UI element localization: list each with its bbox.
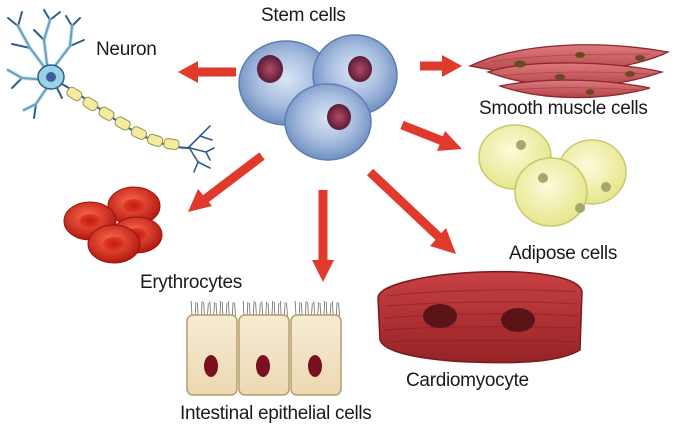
adipose-label: Adipose cells [509,243,618,264]
neuron-illustration [6,9,215,173]
arrow-to-erythrocytes [188,152,265,212]
arrow-to-cardiomyocyte [366,168,456,254]
erythrocytes-label: Erythrocytes [140,272,242,293]
arrow-to-adipose [400,120,462,151]
differentiation-arrows [178,55,462,282]
stem-cells-label: Stem cells [261,5,346,26]
arrow-to-neuron [178,61,236,83]
cardiomyocyte-label: Cardiomyocyte [406,370,529,391]
smooth-muscle-label: Smooth muscle cells [479,98,648,119]
intestinal-epithelial-illustration [186,300,342,396]
smooth-muscle-illustration [467,44,671,99]
arrow-to-smooth-muscle [420,55,462,77]
arrow-to-intestinal [312,190,334,282]
neuron-label: Neuron [96,39,157,60]
adipose-illustration [478,124,627,227]
intestinal-epithelial-label: Intestinal epithelial cells [180,403,372,424]
erythrocytes-illustration [63,186,163,264]
stem-cells-illustration [238,34,398,161]
cardiomyocyte-illustration [377,270,583,364]
